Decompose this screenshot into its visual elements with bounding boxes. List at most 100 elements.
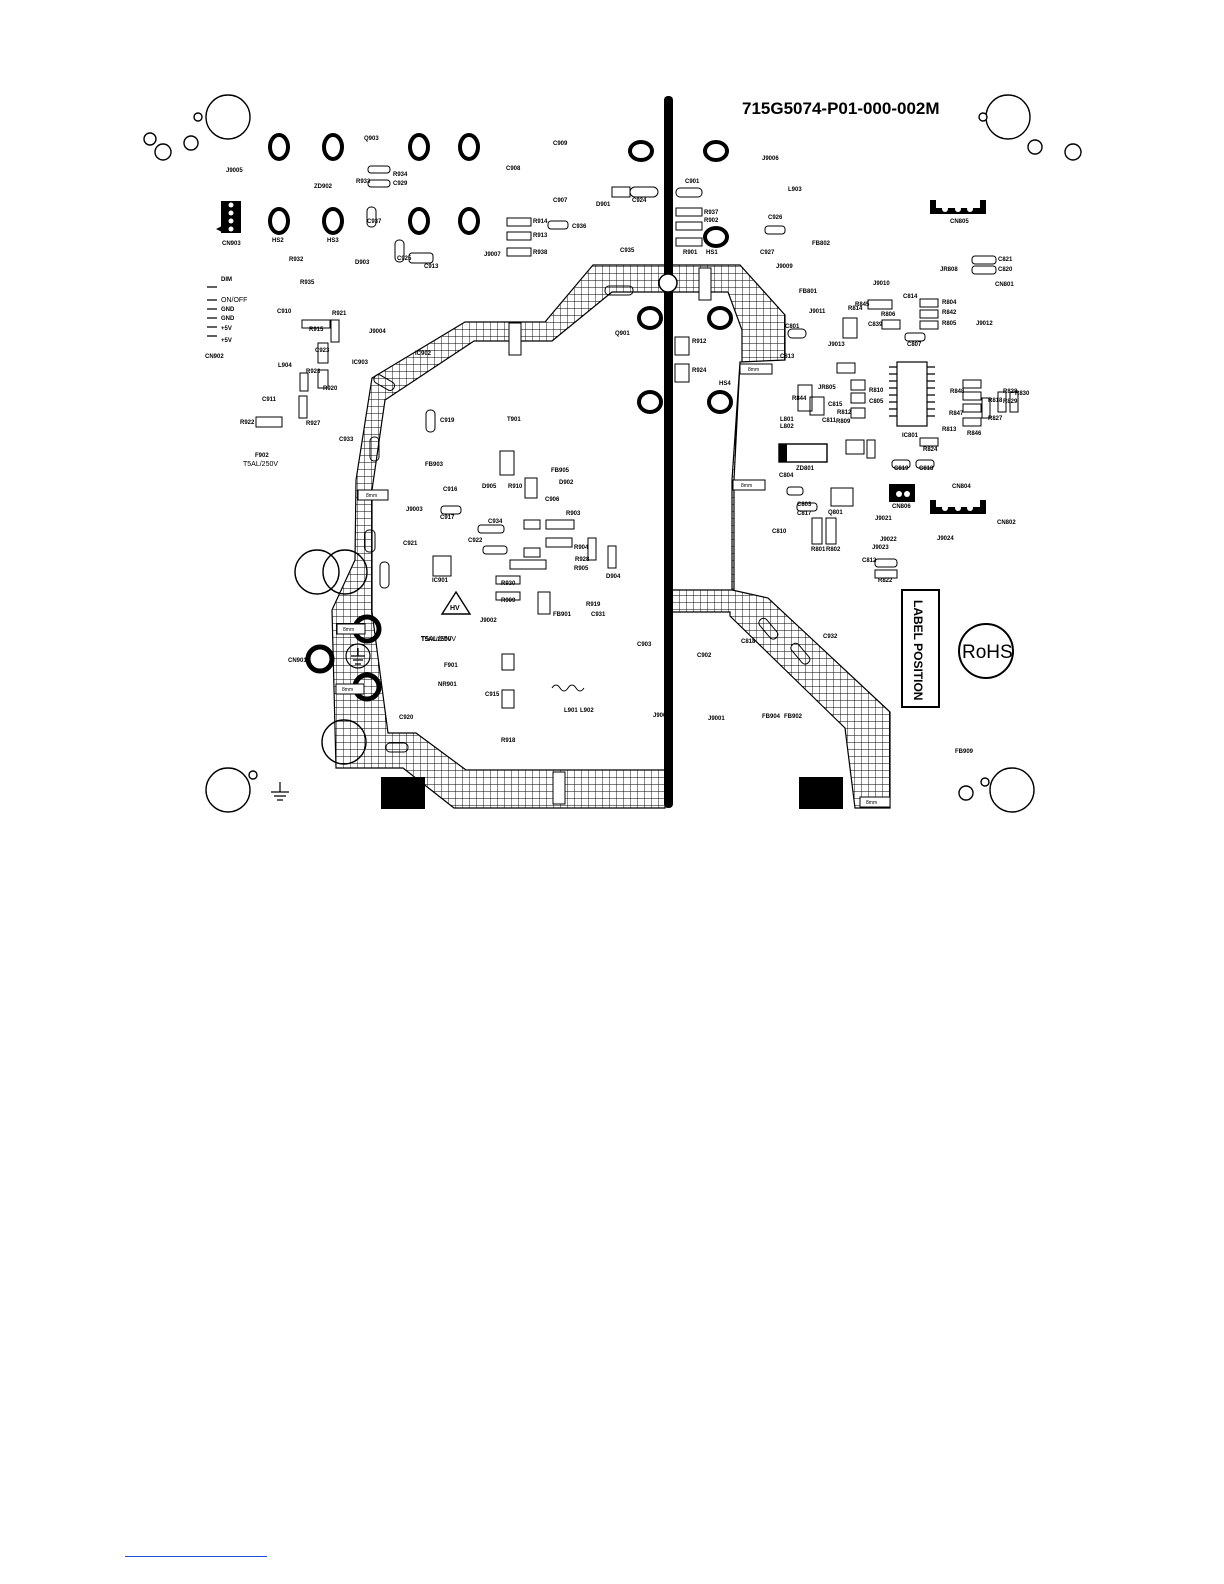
ref-d903: D903 — [355, 260, 370, 266]
ref-c911: C911 — [262, 397, 277, 403]
ref-c818: C818 — [741, 639, 756, 645]
ref-ic801: IC801 — [902, 433, 919, 439]
cn902-pin-gnd1: GND — [221, 307, 235, 313]
chassis-ground-icon — [271, 782, 289, 801]
mounting-holes — [143, 94, 1082, 813]
ref-r933: R933 — [356, 179, 371, 185]
isolation-band-left — [331, 264, 666, 809]
svg-text:8mm: 8mm — [366, 493, 377, 499]
ref-fb905: FB905 — [551, 468, 570, 474]
ref-nr901: NR901 — [438, 682, 457, 688]
fuse-f902-ref: F902 — [255, 453, 269, 459]
divider-hole — [658, 273, 678, 293]
ref-c903: C903 — [637, 642, 652, 648]
ref-c917: C917 — [440, 515, 455, 521]
ref-cn805: CN805 — [950, 219, 969, 225]
ref-r848: R848 — [950, 389, 965, 395]
ref-zd801: ZD801 — [796, 466, 815, 472]
ref-c933: C933 — [339, 437, 354, 443]
cn902-pin-gnd2: GND — [221, 316, 235, 322]
svg-text:8mm: 8mm — [342, 687, 353, 693]
ref-r913: R913 — [533, 233, 548, 239]
ref-r930: R930 — [501, 581, 516, 587]
ref-r938: R938 — [533, 250, 548, 256]
ref-c908: C908 — [506, 166, 521, 172]
ref-cn806: CN806 — [892, 504, 911, 510]
ref-c901: C901 — [685, 179, 700, 185]
ref-r904: R904 — [574, 545, 589, 551]
cn902-pin-labels: DIM ON/OFF GND GND +5V +5V CN902 — [205, 277, 247, 360]
ref-c913: C913 — [424, 264, 439, 270]
ref-c926: C926 — [768, 215, 783, 221]
ref-cn901: CN901 — [288, 658, 307, 664]
ref-c910: C910 — [277, 309, 292, 315]
ref-r804: R804 — [942, 300, 957, 306]
ref-c807: C807 — [907, 342, 922, 348]
svg-text:8mm: 8mm — [741, 483, 752, 489]
ref-c924: C924 — [632, 198, 647, 204]
ref-r910: R910 — [508, 484, 523, 490]
solder-block-right — [799, 777, 843, 809]
ref-fb901: FB901 — [553, 612, 572, 618]
ref-fb902: FB902 — [784, 714, 803, 720]
ref-r844: R844 — [792, 396, 807, 402]
ref-c934: C934 — [488, 519, 503, 525]
ref-cn903: CN903 — [222, 241, 241, 247]
fuse-f901-rating: T5AL/250V — [421, 636, 456, 643]
ref-r810: R810 — [869, 388, 884, 394]
rohs-text: RoHS — [962, 642, 1013, 663]
ref-c919: C919 — [440, 418, 455, 424]
ref-c907: C907 — [553, 198, 568, 204]
fuse-f902-rating: T5AL/250V — [243, 461, 278, 468]
ref-r903: R903 — [566, 511, 581, 517]
cn902-pin-onoff: ON/OFF — [221, 297, 247, 304]
ref-j9021: J9021 — [875, 516, 892, 522]
ref-l801: L801 — [780, 417, 794, 423]
hv-warning-icon — [440, 590, 472, 615]
ref-c815: C815 — [828, 402, 843, 408]
ref-r828: R828 — [1003, 389, 1018, 395]
ref-c916: C916 — [443, 487, 458, 493]
ref-q903: Q903 — [364, 136, 379, 142]
ref-r935: R935 — [300, 280, 315, 286]
ref-r924: R924 — [692, 368, 707, 374]
ref-j9002: J9002 — [480, 618, 497, 624]
ref-c935: C935 — [620, 248, 635, 254]
ref-c927: C927 — [760, 250, 775, 256]
bulk-capacitors — [294, 549, 368, 765]
ref-hs1: HS1 — [706, 250, 718, 256]
ref-j9007: J9007 — [484, 252, 501, 258]
ref-c915: C915 — [485, 692, 500, 698]
ground-terminal — [345, 643, 371, 669]
ref-r922: R922 — [240, 420, 255, 426]
ref-j9022: J9022 — [880, 537, 897, 543]
ref-c804: C804 — [779, 473, 794, 479]
ref-r921: R921 — [332, 311, 347, 317]
passive-component-outlines — [255, 165, 1019, 753]
svg-text:8mm: 8mm — [343, 627, 354, 633]
ref-c936: C936 — [572, 224, 587, 230]
ref-j9010: J9010 — [873, 281, 890, 287]
ref-c937: C937 — [367, 219, 382, 225]
heatsink-pads — [268, 133, 733, 414]
ref-r902: R902 — [704, 218, 719, 224]
ref-r813: R813 — [942, 427, 957, 433]
ref-c820: C820 — [998, 267, 1013, 273]
connector-cn903 — [216, 201, 241, 233]
ref-ic903: IC903 — [352, 360, 369, 366]
ref-c803: C803 — [797, 502, 812, 508]
ref-r824: R824 — [923, 447, 938, 453]
ref-c814: C814 — [903, 294, 918, 300]
ref-r934: R934 — [393, 172, 408, 178]
ref-ic901: IC901 — [432, 578, 449, 584]
cn902-pin-dim: DIM — [221, 277, 232, 283]
ref-c922: C922 — [468, 538, 483, 544]
ref-r827: R827 — [988, 416, 1003, 422]
ref-r805: R805 — [942, 321, 957, 327]
ref-c909: C909 — [553, 141, 568, 147]
ref-r915: R915 — [309, 327, 324, 333]
ref-c920: C920 — [399, 715, 414, 721]
ref-r830: R830 — [1015, 391, 1030, 397]
ref-j9006: J9006 — [762, 156, 779, 162]
ref-l802: L802 — [780, 424, 794, 430]
